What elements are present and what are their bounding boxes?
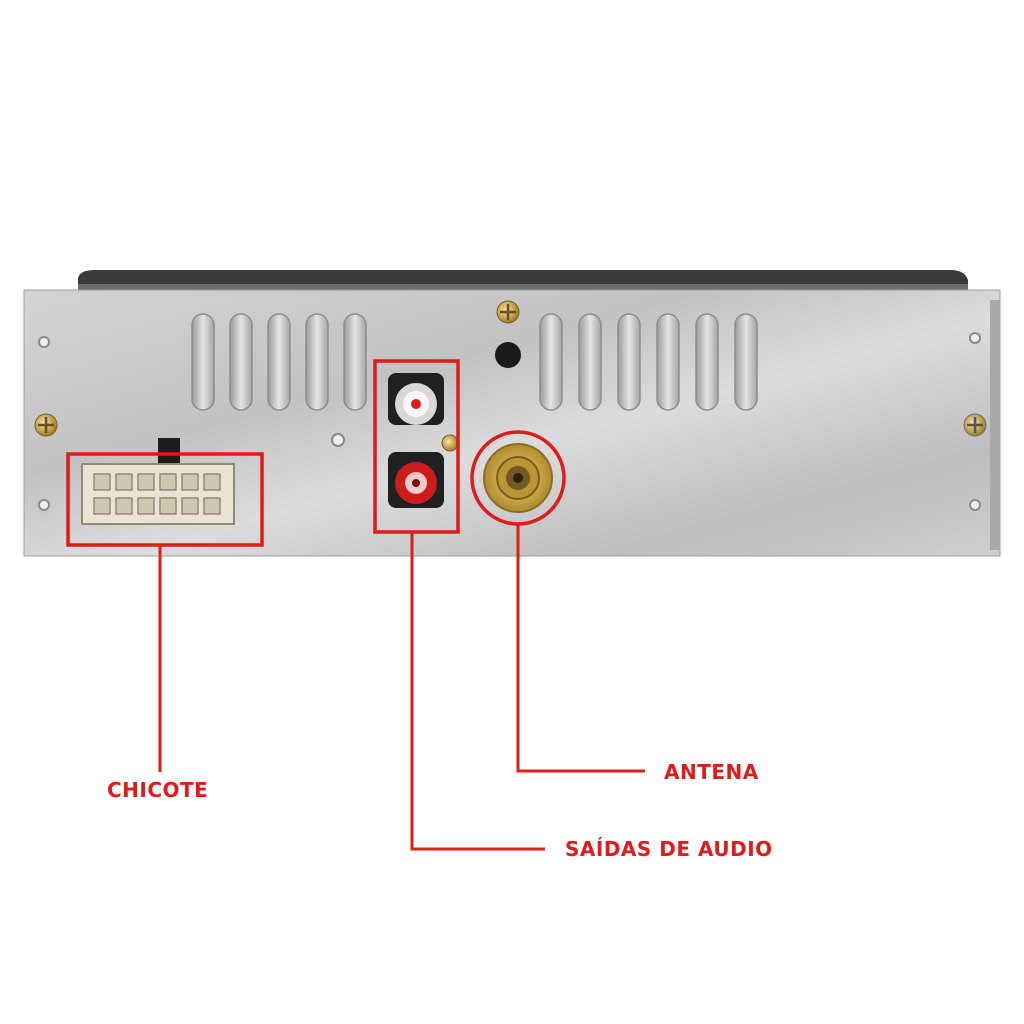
wiring-connector-icon: [81, 438, 235, 525]
housing-top-edge: [78, 270, 968, 292]
chicote-highlight: [66, 452, 264, 547]
vent-slots-right: [539, 313, 758, 411]
screw-icon: [34, 300, 987, 452]
chicote-label: CHICOTE: [107, 778, 209, 802]
mounting-holes: [38, 332, 981, 511]
antena-leader: [516, 524, 645, 773]
vent-slots-left: [191, 313, 367, 411]
ground-hole: [495, 342, 521, 368]
saidas-audio-highlight: [373, 359, 460, 534]
saidas-audio-label: SAÍDAS DE AUDIO: [565, 837, 773, 861]
callout-leader-lines: [158, 524, 645, 851]
saidas-audio-leader: [410, 532, 545, 851]
antenna-socket-icon: [483, 443, 553, 513]
antena-label: ANTENA: [664, 760, 759, 784]
rca-jack-icon: [388, 373, 444, 508]
